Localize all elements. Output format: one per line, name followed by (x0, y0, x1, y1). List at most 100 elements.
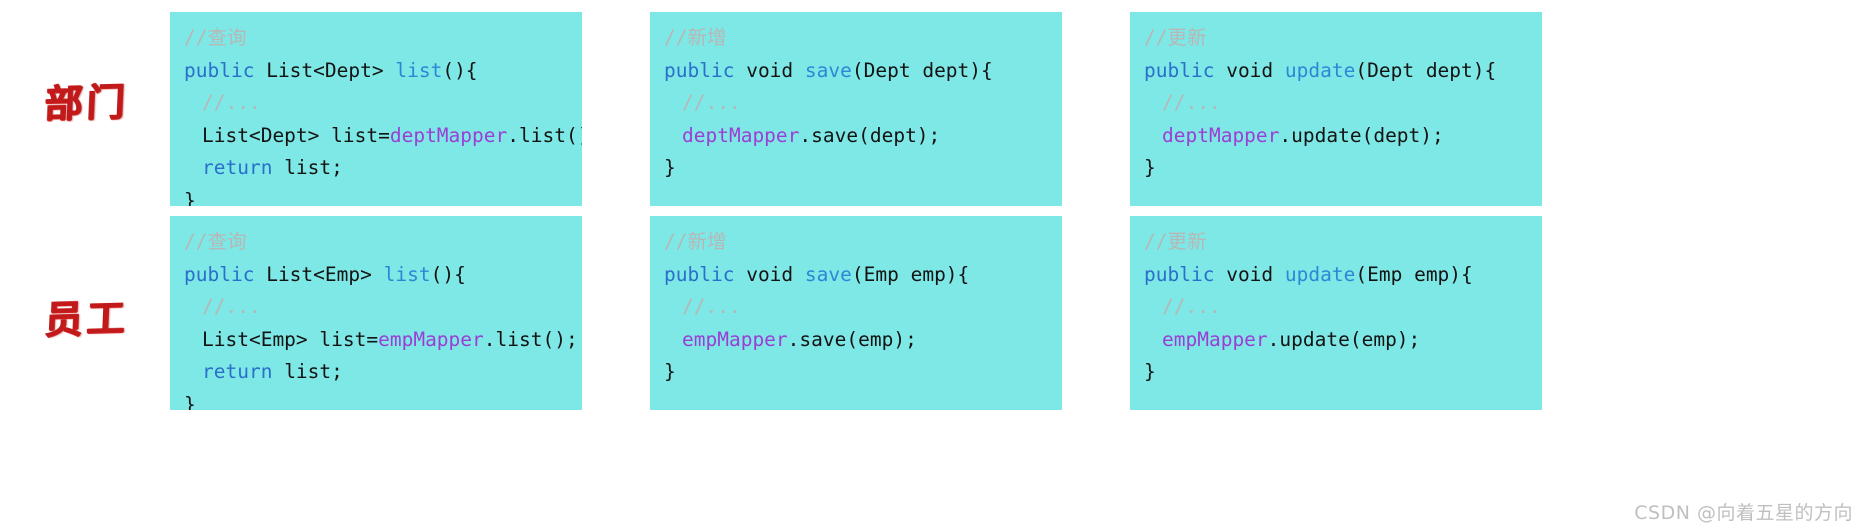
code-token: void (1226, 262, 1274, 286)
code-line: } (1144, 356, 1528, 389)
code-line: //... (664, 291, 1048, 324)
code-token: update (1284, 58, 1356, 82)
code-token: (){ (442, 58, 478, 82)
code-token: list (395, 58, 443, 82)
code-token: (Dept dept){ (1355, 58, 1497, 82)
code-token: return (202, 156, 273, 179)
code-line: public List<Dept> list(){ (184, 55, 568, 88)
code-token: public (1144, 262, 1215, 286)
code-token: update (1284, 262, 1356, 286)
code-token: public (664, 262, 735, 286)
code-line: public void save(Emp emp){ (664, 259, 1048, 292)
code-line: public List<Emp> list(){ (184, 259, 568, 292)
code-token (254, 263, 266, 286)
code-token: save (804, 262, 852, 286)
code-token: void (746, 262, 794, 286)
code-comment-header: //更新 (1144, 26, 1207, 49)
code-line: return list; (184, 152, 568, 185)
code-line: //... (1144, 291, 1528, 324)
code-token (1273, 59, 1285, 82)
code-token: //... (202, 91, 261, 114)
code-token: } (664, 156, 676, 179)
code-token: save (804, 58, 852, 82)
code-token: (Dept dept){ (851, 58, 993, 82)
code-token: .update(dept); (1279, 123, 1444, 147)
code-line: } (1144, 152, 1528, 185)
code-token (254, 59, 266, 82)
code-line: List<Dept> list=deptMapper.list(); (184, 120, 582, 153)
code-line: deptMapper.save(dept); (664, 120, 1048, 153)
code-token: public (184, 262, 255, 286)
code-token: //... (202, 295, 261, 318)
code-card-emp-insert: //新增 public void save(Emp emp){ //... empMa… (650, 216, 1062, 410)
code-line: //... (664, 87, 1048, 120)
code-comment-header: //查询 (184, 26, 247, 49)
code-card-emp-update: //更新 public void update(Emp emp){ //... emp… (1130, 216, 1542, 410)
code-token: .save(dept); (799, 123, 941, 147)
code-comment-header: //新增 (664, 26, 727, 49)
code-comment-header: //查询 (184, 230, 247, 253)
code-line: } (664, 356, 1048, 389)
code-comment-header: //新增 (664, 230, 727, 253)
code-token: (Emp emp){ (1355, 262, 1473, 286)
code-line: } (184, 185, 568, 207)
code-line: public void update(Emp emp){ (1144, 259, 1528, 292)
row-label-department: 部门 (43, 78, 130, 127)
row-label-employee: 员工 (43, 294, 130, 343)
code-token: List<Emp> list= (202, 327, 379, 351)
code-line: empMapper.update(emp); (1144, 324, 1528, 357)
code-token (372, 263, 384, 286)
code-token (793, 59, 805, 82)
code-token: deptMapper (1162, 123, 1280, 147)
code-token: empMapper (682, 327, 788, 351)
code-token (384, 59, 396, 82)
code-token: //... (682, 91, 741, 114)
code-token: deptMapper (389, 123, 508, 147)
code-line: } (664, 152, 1048, 185)
code-token: public (184, 58, 255, 82)
code-card-dept-insert: //新增 public void save(Dept dept){ //... dep… (650, 12, 1062, 206)
code-token: //... (1162, 295, 1221, 318)
code-token: //... (1162, 91, 1221, 114)
code-line: public void update(Dept dept){ (1144, 55, 1528, 88)
code-token: } (664, 360, 676, 383)
code-token: List<Emp> (266, 262, 372, 286)
code-token: list; (272, 360, 343, 383)
code-comment-header: //更新 (1144, 230, 1207, 253)
code-line: deptMapper.update(dept); (1144, 120, 1528, 153)
code-token: } (184, 188, 196, 207)
code-token: List<Dept> list= (202, 123, 390, 147)
code-token: .save(emp); (787, 327, 917, 351)
csdn-watermark: CSDN @向着五星的方向 (1634, 502, 1853, 524)
code-line: List<Emp> list=empMapper.list(); (184, 324, 578, 357)
code-token: deptMapper (682, 123, 800, 147)
code-token (734, 59, 746, 82)
code-token: .list(); (483, 327, 578, 351)
code-line: //... (1144, 87, 1528, 120)
code-token (1273, 263, 1285, 286)
code-token: } (1144, 360, 1156, 383)
code-line: } (184, 389, 568, 411)
code-token: } (184, 392, 196, 411)
code-token: .list(); (507, 123, 582, 147)
code-line: empMapper.save(emp); (664, 324, 1048, 357)
code-token: } (1144, 156, 1156, 179)
code-token: public (1144, 58, 1215, 82)
code-token: empMapper (1162, 327, 1268, 351)
code-token: List<Dept> (266, 58, 384, 82)
code-token (734, 263, 746, 286)
code-token (1214, 59, 1226, 82)
code-token (793, 263, 805, 286)
code-card-dept-update: //更新 public void update(Dept dept){ //... d… (1130, 12, 1542, 206)
code-token: public (664, 58, 735, 82)
code-line: public void save(Dept dept){ (664, 55, 1048, 88)
code-token: void (746, 58, 794, 82)
code-token: empMapper (378, 327, 484, 351)
code-token: .update(emp); (1267, 327, 1421, 351)
code-token: //... (682, 295, 741, 318)
code-token (1214, 263, 1226, 286)
code-token: void (1226, 58, 1274, 82)
